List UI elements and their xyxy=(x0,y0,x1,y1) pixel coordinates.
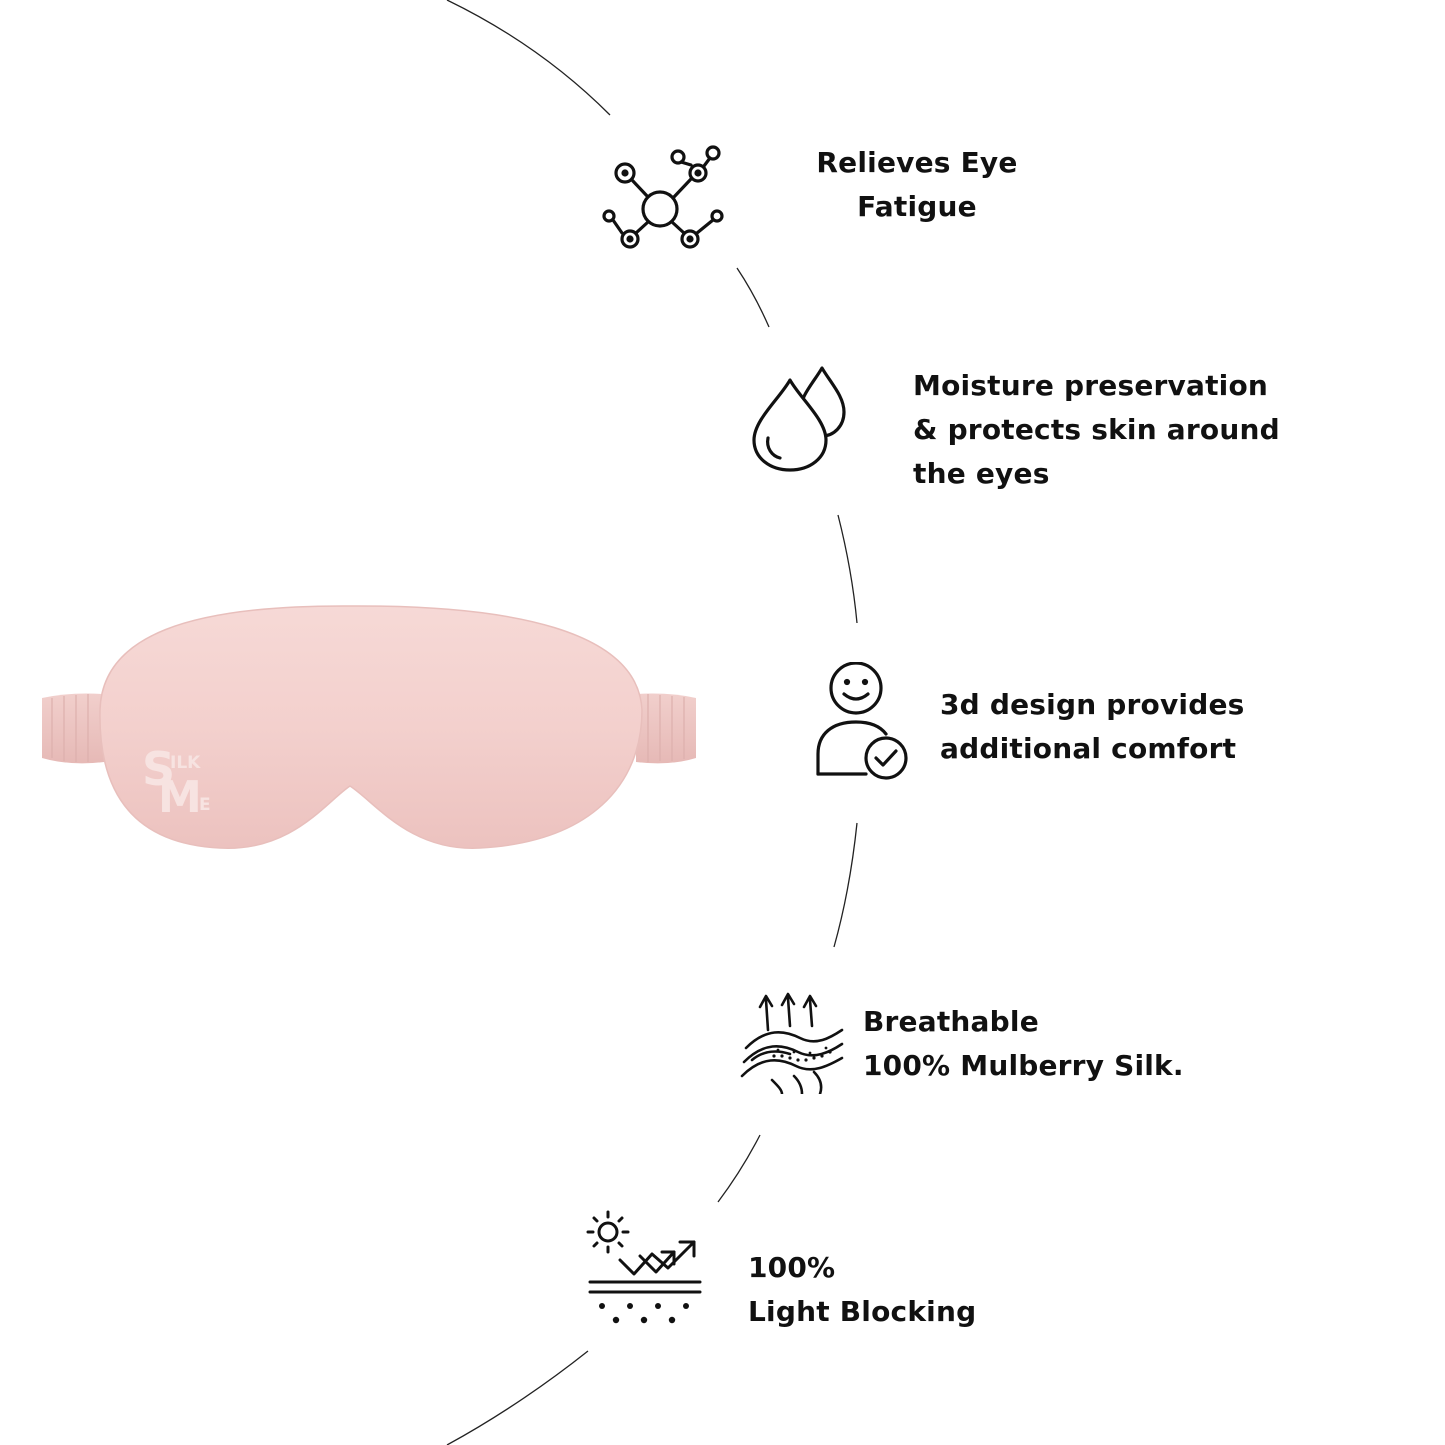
eye-mask-image: S ILK M E xyxy=(30,590,710,860)
feature-text-3d-design: 3d design provides additional comfort xyxy=(940,688,1245,765)
silk-me-logo: S ILK M E xyxy=(142,742,211,823)
svg-text:E: E xyxy=(199,795,211,815)
feature-text-eye-fatigue: Relieves Eye Fatigue xyxy=(816,146,1018,223)
svg-text:ILK: ILK xyxy=(170,753,201,773)
molecule-icon xyxy=(602,145,724,249)
left-strap xyxy=(42,693,104,764)
feature-text-moisture: Moisture preservation & protects skin ar… xyxy=(913,369,1280,490)
water-drops-icon xyxy=(752,366,846,472)
breathable-fabric-icon xyxy=(740,992,844,1094)
sun-light-block-icon xyxy=(586,1210,702,1324)
right-strap xyxy=(636,693,696,764)
feature-text-breathable: Breathable 100% Mulberry Silk. xyxy=(863,1005,1184,1082)
svg-text:S: S xyxy=(142,742,175,796)
svg-text:M: M xyxy=(158,772,202,823)
happy-person-check-icon xyxy=(816,662,908,780)
feature-text-light-blocking: 100% Light Blocking xyxy=(748,1251,977,1328)
